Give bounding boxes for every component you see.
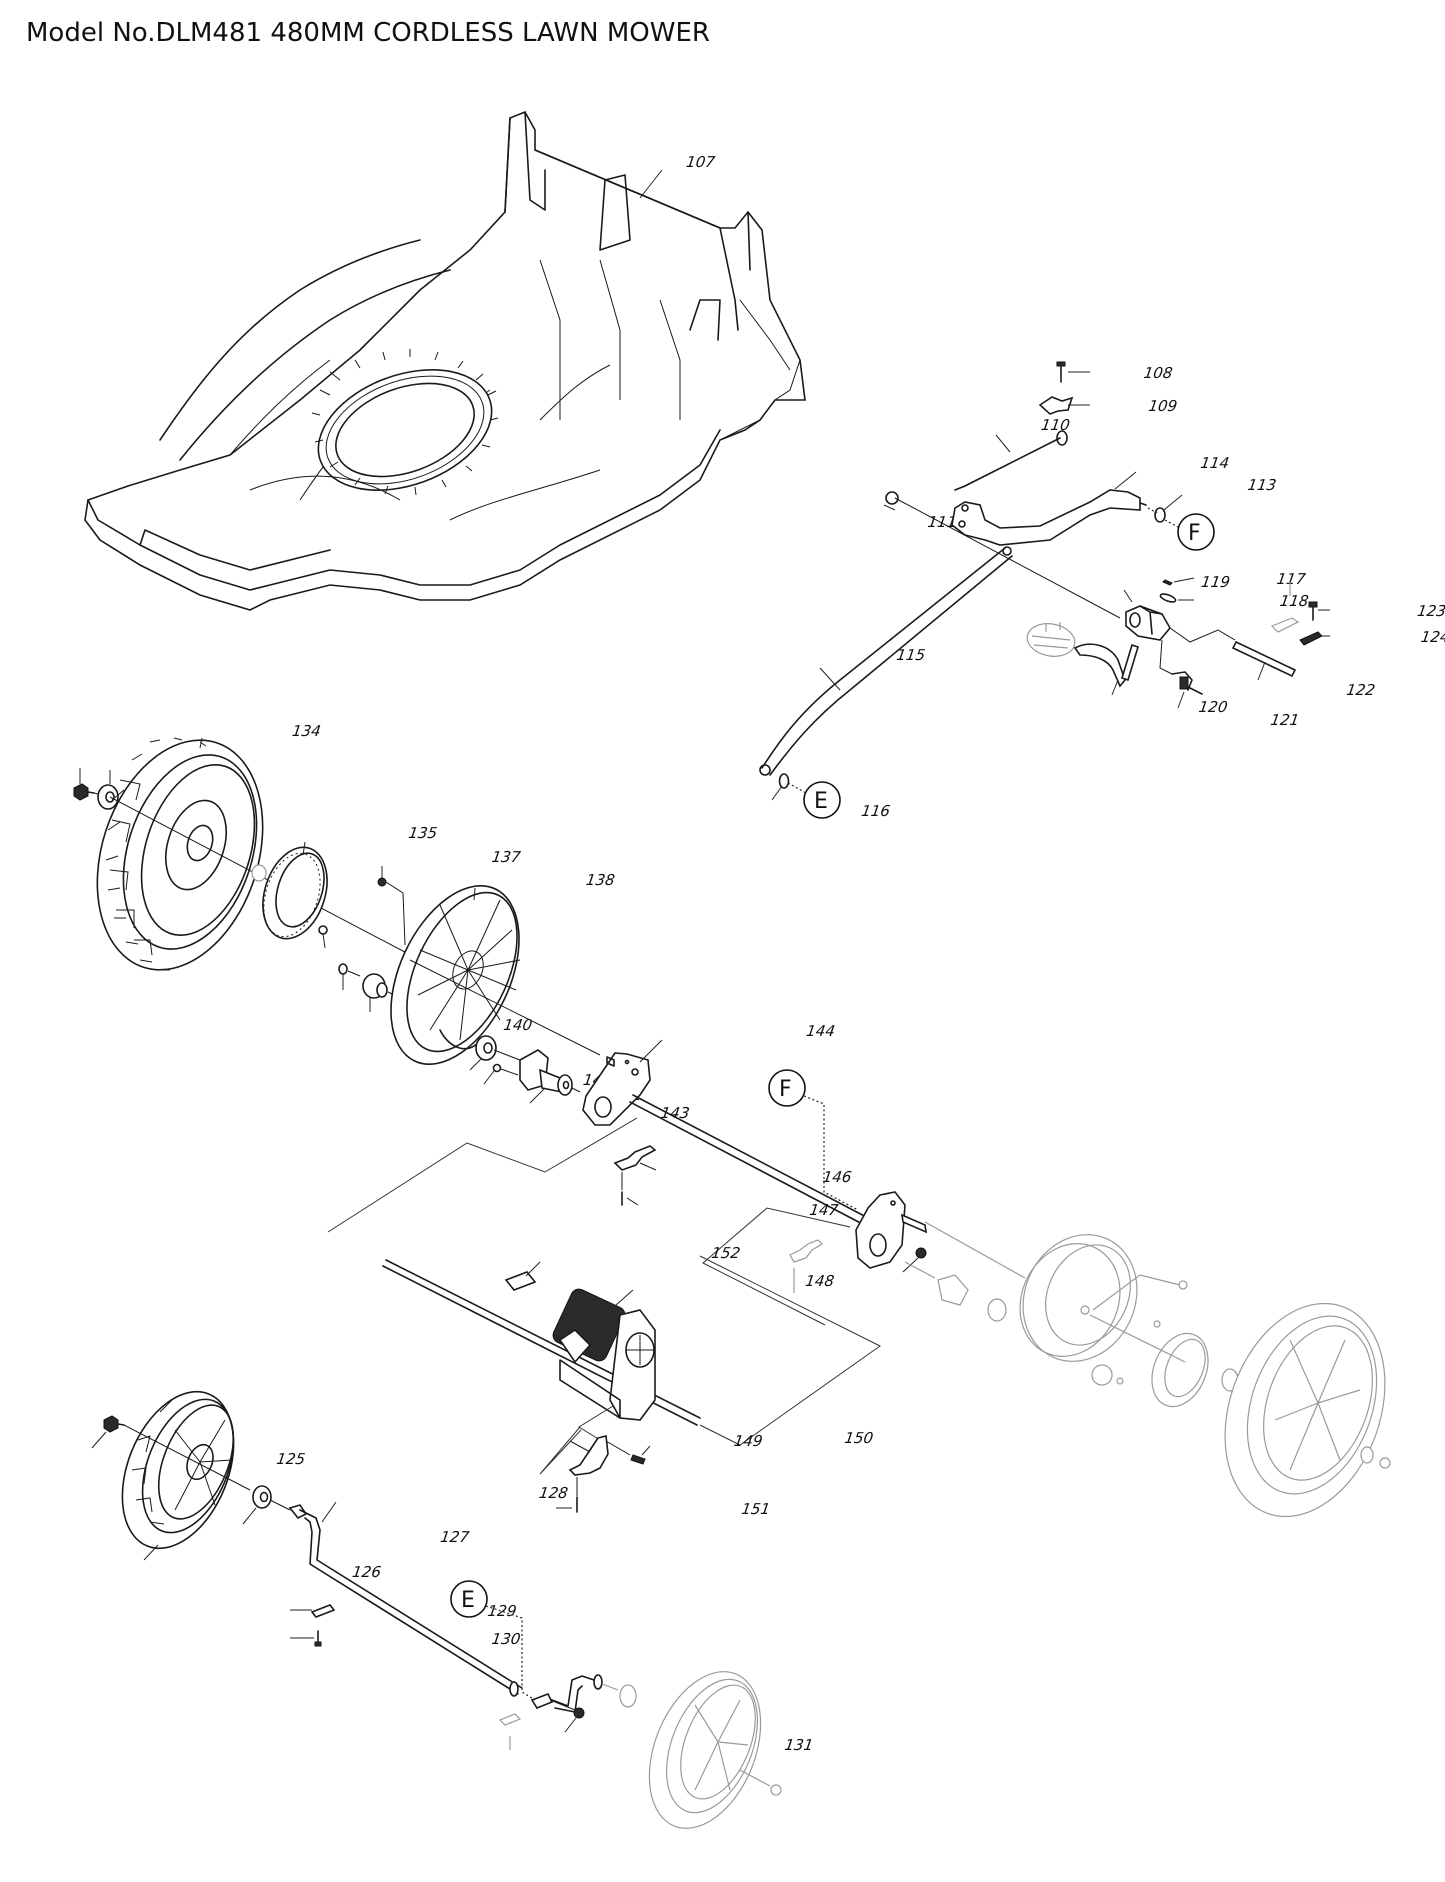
part-label-122: 122 (1345, 681, 1376, 699)
part-label-123: 123 (1416, 602, 1445, 620)
part-label-109: 109 (1147, 397, 1178, 415)
reference-marker-f-middle (768, 1069, 806, 1107)
plate-109 (1038, 396, 1074, 415)
part-label-146: 146 (822, 1168, 853, 1186)
axle-bushing-143 (519, 1049, 573, 1096)
part-label-120: 120 (1198, 698, 1229, 716)
part-label-107: 107 (685, 153, 717, 171)
screw-137 (377, 877, 387, 887)
part-label-108: 108 (1143, 364, 1174, 382)
part-label-114: 114 (1199, 454, 1230, 472)
part-label-144: 144 (805, 1022, 836, 1040)
nut-111 (885, 491, 899, 505)
screw-108 (1056, 361, 1066, 383)
part-label-150: 150 (843, 1429, 874, 1447)
rear-axle-shaft (629, 1094, 873, 1229)
pin-122 (1231, 640, 1297, 678)
spacer-142 (475, 1035, 497, 1061)
rear-wheel-134 (96, 737, 264, 971)
connecting-rod-115 (759, 546, 1013, 776)
plate-124 (1299, 631, 1323, 646)
part-label-138: 138 (585, 871, 616, 889)
deck-housing (84, 110, 806, 611)
screw-141 (492, 1063, 502, 1073)
reference-marker-f-top-label: F (1188, 521, 1201, 546)
bracket-149 (568, 1435, 609, 1476)
plate-129 (310, 1604, 336, 1618)
front-wheel-right-ghost (601, 1671, 782, 1829)
part-label-149: 149 (733, 1432, 764, 1450)
part-label-134: 134 (291, 722, 322, 740)
part-label-152: 152 (710, 1244, 741, 1262)
page-title: Model No.DLM481 480MM CORDLESS LAWN MOWE… (26, 18, 710, 48)
bolt-132 (73, 783, 95, 801)
washer-139 (338, 963, 348, 975)
height-adjust-block-119 (1125, 605, 1171, 641)
screw-123 (1308, 601, 1318, 621)
nut-145 (915, 1247, 927, 1259)
part-label-151: 151 (740, 1500, 771, 1518)
spacer-133 (97, 784, 119, 810)
reference-marker-f-middle-label: F (779, 1077, 792, 1102)
part-label-118: 118 (1279, 592, 1310, 610)
part-label-128: 128 (538, 1484, 569, 1502)
reference-marker-e-top (803, 781, 841, 819)
spring-118 (1159, 593, 1177, 603)
axle-plate-right (855, 1191, 927, 1269)
part-label-131: 131 (783, 1736, 814, 1754)
part-label-113: 113 (1246, 476, 1277, 494)
part-label-127: 127 (439, 1528, 471, 1546)
assembly-frame-upper (327, 1117, 638, 1233)
part-label-117: 117 (1276, 570, 1308, 588)
part-label-143: 143 (660, 1104, 691, 1122)
height-adjust-lever-114 (951, 489, 1147, 546)
assembly-frame-right (702, 1207, 851, 1326)
part-label-147: 147 (808, 1201, 840, 1219)
nut-131 (573, 1707, 585, 1719)
screw-130 (314, 1630, 322, 1647)
drive-motor-gearbox-148 (382, 1259, 701, 1426)
part-label-110: 110 (1040, 416, 1071, 434)
part-label-124: 124 (1420, 628, 1445, 646)
bolt-125 (103, 1415, 125, 1433)
pin-117 (1162, 579, 1173, 586)
part-label-126: 126 (351, 1563, 382, 1581)
wheel-cover-138 (390, 885, 521, 1065)
reference-marker-e-bottom-label: E (461, 1588, 475, 1613)
front-axle-128 (288, 1504, 603, 1713)
part-label-121: 121 (1269, 711, 1300, 729)
part-label-140: 140 (502, 1016, 533, 1034)
part-label-116: 116 (860, 802, 891, 820)
spacer-127 (252, 1485, 272, 1509)
part-label-137: 137 (491, 848, 523, 866)
part-label-125: 125 (275, 1450, 306, 1468)
tension-spring-110 (954, 430, 1068, 491)
part-label-130: 130 (490, 1630, 521, 1648)
torsion-spring-121 (1159, 639, 1203, 695)
adjust-knob-assembly-120 (1026, 622, 1139, 688)
washer-113 (1154, 507, 1166, 523)
ring-gear-135 (262, 846, 328, 940)
reference-marker-f-top (1177, 513, 1215, 551)
part-label-111: 111 (927, 513, 958, 531)
pinion-gear-140 (362, 973, 388, 999)
screw-136 (318, 925, 328, 935)
front-wheel-126 (121, 1390, 235, 1550)
reference-marker-e-bottom (450, 1580, 488, 1618)
part-label-119: 119 (1200, 573, 1231, 591)
washer-116 (778, 773, 790, 789)
axle-plate-144 (582, 1052, 651, 1126)
part-label-148: 148 (804, 1272, 835, 1290)
part-label-129: 129 (487, 1602, 518, 1620)
block-152 (504, 1271, 537, 1291)
screw-150 (630, 1454, 646, 1465)
reference-marker-e-top-label: E (814, 789, 828, 814)
part-label-115: 115 (895, 646, 926, 664)
clamp-146 (613, 1145, 657, 1171)
part-label-135: 135 (407, 824, 438, 842)
rear-wheel-assembly-right-ghost (904, 1221, 1391, 1518)
